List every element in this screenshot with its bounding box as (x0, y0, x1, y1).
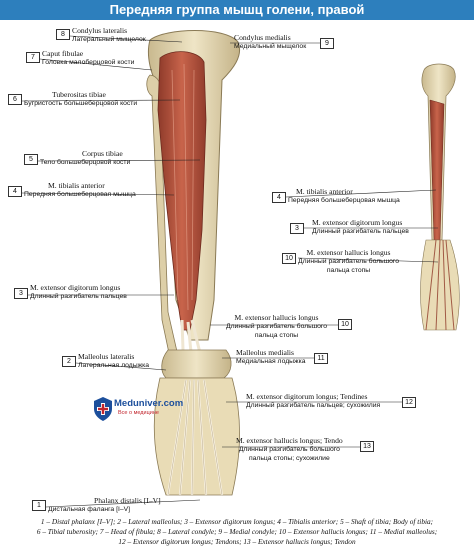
label-russian-line2: пальца стопы; сухожилие (248, 455, 330, 462)
label-number-12: 12 (402, 397, 416, 408)
label-phalanx-distalis: Phalanx distalis [I–V] Дистальная фаланг… (48, 496, 161, 514)
label-latin: M. extensor hallucis longus (306, 248, 391, 257)
label-number-9: 9 (320, 38, 334, 49)
label-russian: Длинный разгибатель пальцев (30, 293, 127, 300)
label-latin: Malleolus medialis (236, 348, 294, 357)
label-number-7: 7 (26, 52, 40, 63)
label-caput-fibulae: Caput fibulae Головка малоберцовой кости (42, 49, 134, 67)
label-number-4: 4 (8, 186, 22, 197)
label-russian: Передняя большеберцовая мышца (24, 191, 136, 198)
label-russian: Длинный разгибатель большого (238, 446, 340, 453)
label-number-6: 6 (8, 94, 22, 105)
label-latin: Tuberositas tibiae (52, 90, 106, 99)
label-latin: Condylus lateralis (72, 26, 128, 35)
label-number-5: 5 (24, 154, 38, 165)
label-m-extensor-digitorum-longus-tendines: M. extensor digitorum longus; Tendines Д… (246, 392, 380, 410)
label-number-10-small: 10 (282, 253, 296, 264)
label-malleolus-lateralis: Malleolus lateralis Латеральная лодыжка (78, 352, 149, 370)
label-number-3: 3 (14, 288, 28, 299)
label-malleolus-medialis: Malleolus medialis Медиальная лодыжка (236, 348, 306, 366)
meduniver-logo: Meduniver.com Все о медицине (92, 396, 183, 426)
label-latin: M. extensor digitorum longus (30, 283, 121, 292)
label-number-8: 8 (56, 29, 70, 40)
label-russian: Медиальный мыщелок (234, 43, 307, 50)
label-number-11: 11 (314, 353, 328, 364)
logo-tagline: Все о медицине (118, 410, 159, 416)
figure-caption: 1 – Distal phalanx [I–V]; 2 – Lateral ma… (4, 517, 470, 547)
label-russian: Головка малоберцовой кости (42, 59, 135, 66)
leader-lines (21, 35, 439, 508)
label-russian: Длинный разгибатель большого (226, 323, 328, 330)
label-russian: Тело большеберцовой кости (40, 159, 131, 166)
label-number-4-small: 4 (272, 192, 286, 203)
label-corpus-tibiae: Corpus tibiae Тело большеберцовой кости (40, 149, 130, 167)
small-leg (420, 63, 460, 331)
label-number-3-small: 3 (290, 223, 304, 234)
label-latin: Condylus medialis (234, 33, 291, 42)
main-leg (146, 30, 240, 496)
label-russian: Длинный разгибатель пальцев; сухожилия (246, 402, 381, 409)
caption-line: 6 – Tibial tuberosity; 7 – Head of fibul… (36, 527, 438, 536)
label-m-extensor-digitorum-longus-small: M. extensor digitorum longus Длинный раз… (306, 218, 409, 236)
label-m-extensor-hallucis-longus-tendo: M. extensor hallucis longus; Tendo Длинн… (236, 436, 343, 463)
label-m-tibialis-anterior-small: M. tibialis anterior Передняя большеберц… (288, 187, 400, 205)
label-condylus-medialis: Condylus medialis Медиальный мыщелок (234, 33, 306, 51)
label-m-extensor-hallucis-longus: M. extensor hallucis longus Длинный разг… (226, 313, 327, 340)
label-tuberositas-tibiae: Tuberositas tibiae Бугристость большебер… (24, 90, 137, 108)
label-russian: Медиальная лодыжка (236, 358, 306, 365)
caption-line: 1 – Distal phalanx [I–V]; 2 – Lateral ma… (40, 517, 434, 526)
label-russian: Длинный разгибатель пальцев (312, 228, 409, 235)
label-number-1: 1 (32, 500, 46, 511)
label-latin: M. tibialis anterior (296, 187, 353, 196)
label-latin: Malleolus lateralis (78, 352, 135, 361)
label-russian-line2: пальца стопы (254, 332, 299, 339)
label-russian: Передняя большеберцовая мышца (288, 197, 400, 204)
label-latin: M. extensor hallucis longus; Tendo (236, 436, 343, 445)
label-latin: Caput fibulae (42, 49, 84, 58)
label-russian: Длинный разгибатель большого (298, 258, 400, 265)
label-russian: Латеральный мыщелок (72, 36, 146, 43)
label-latin: M. extensor digitorum longus (312, 218, 403, 227)
label-number-2: 2 (62, 356, 76, 367)
shield-cross-icon (94, 397, 112, 421)
label-number-10: 10 (338, 319, 352, 330)
label-russian-line2: пальца стопы (326, 267, 371, 274)
label-number-13: 13 (360, 441, 374, 452)
page-title: Передняя группа мышц голени, правой (0, 0, 474, 20)
label-latin: Corpus tibiae (82, 149, 123, 158)
label-russian: Дистальная фаланга [I–V] (48, 506, 131, 513)
label-m-extensor-hallucis-longus-small: M. extensor hallucis longus Длинный разг… (298, 248, 399, 275)
label-latin: M. extensor hallucis longus (234, 313, 319, 322)
label-condylus-lateralis: Condylus lateralis Латеральный мыщелок (72, 26, 146, 44)
label-m-tibialis-anterior: M. tibialis anterior Передняя большеберц… (24, 181, 136, 199)
label-latin: M. extensor digitorum longus; Tendines (246, 392, 368, 401)
label-russian: Бугристость большеберцовой кости (24, 100, 138, 107)
logo-brand: Meduniver.com (114, 398, 184, 409)
label-latin: M. tibialis anterior (48, 181, 105, 190)
label-russian: Латеральная лодыжка (78, 362, 150, 369)
label-m-extensor-digitorum-longus: M. extensor digitorum longus Длинный раз… (30, 283, 127, 301)
caption-line: 12 – Extensor digitorum longus; Tendons;… (118, 537, 356, 546)
label-latin: Phalanx distalis [I–V] (94, 496, 161, 505)
